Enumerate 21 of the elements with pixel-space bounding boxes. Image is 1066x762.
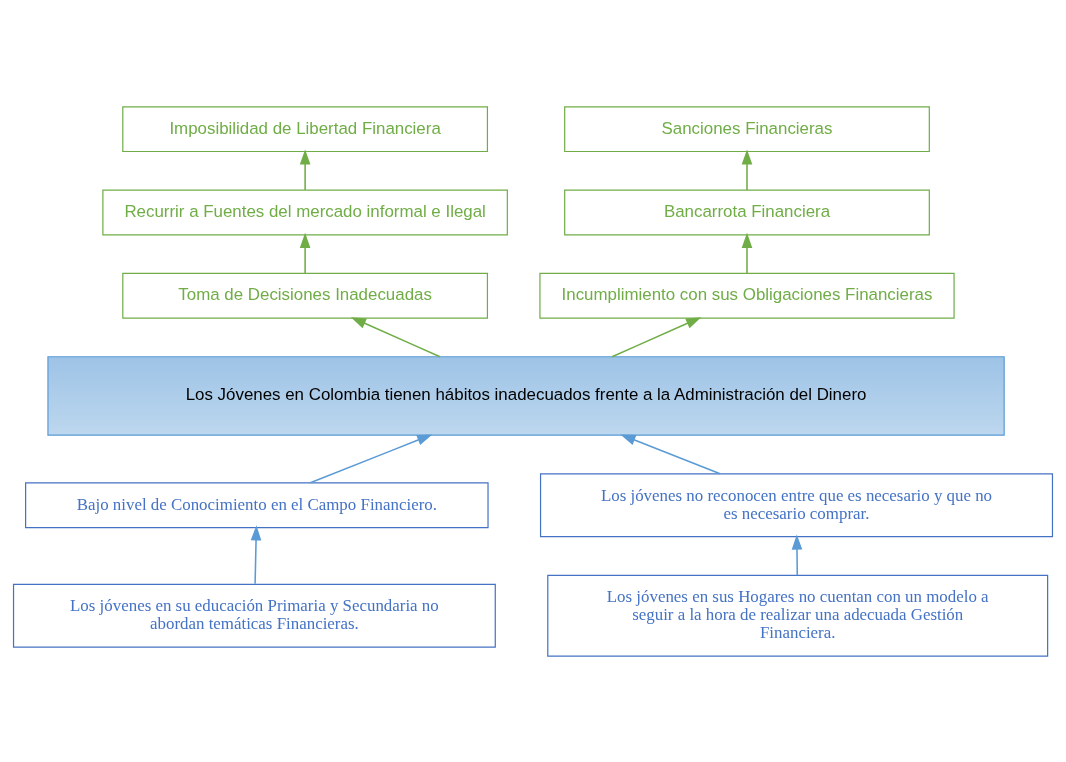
arrow <box>309 433 433 484</box>
node-box: Los jóvenes en su educación Primaria y Secundaria no abordan temáticas Financieras. <box>12 583 496 648</box>
node-box: Los Jóvenes en Colombia tienen hábitos inadecuados frente a la Administración del Dinero <box>47 355 1005 436</box>
node-box: Recurrir a Fuentes del mercado informal e Ilegal <box>102 189 508 235</box>
node-box: Bancarrota Financiera <box>564 189 930 235</box>
node-box: Imposibilidad de Libertad Financiera <box>122 105 489 152</box>
node-box: Incumplimiento con sus Obligaciones Financieras <box>539 272 955 319</box>
node-box: Bajo nivel de Conocimiento en el Campo Financiero. <box>25 481 489 528</box>
node-box: Toma de Decisiones Inadecuadas <box>122 272 489 319</box>
arrow <box>250 524 262 585</box>
arrow <box>299 232 311 274</box>
arrow <box>611 316 702 357</box>
arrow <box>620 433 721 475</box>
node-box: Sanciones Financieras <box>564 105 930 152</box>
node-box: Los jóvenes no reconocen entre que es necesario y que no es necesario comprar. <box>539 472 1054 537</box>
arrow <box>299 148 311 191</box>
arrow <box>741 148 753 191</box>
node-box: Los jóvenes en sus Hogares no cuentan con un modelo a seguir a la hora de realizar una adecuada Gestión Financiera. <box>547 574 1049 657</box>
arrow <box>741 232 753 274</box>
arrow <box>350 316 441 357</box>
arrow <box>791 533 803 576</box>
